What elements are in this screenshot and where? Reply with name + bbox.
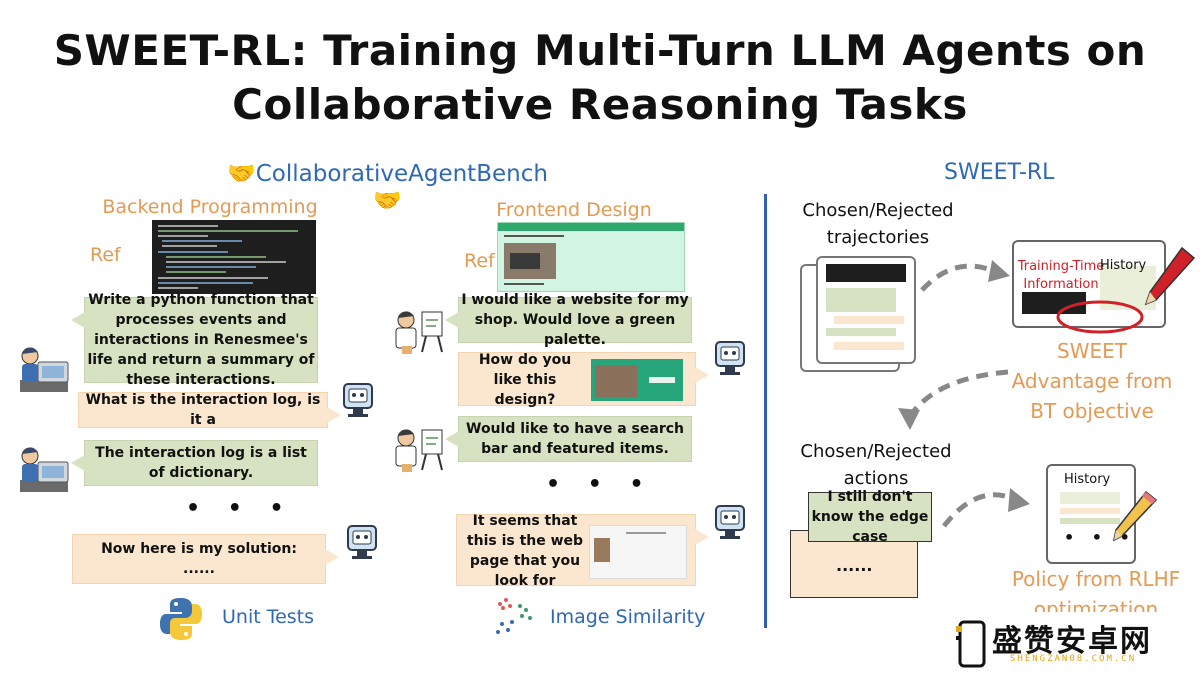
title-line-1: SWEET-RL: Training Multi-Turn LLM Agents…	[53, 26, 1147, 75]
user-avatar-icon	[20, 447, 69, 492]
robot-icon	[715, 341, 745, 375]
robot-icon	[343, 383, 373, 417]
frontend-agent-msg-2: It seems that this is the web page that …	[466, 513, 584, 589]
frontend-reference-screenshot	[497, 222, 685, 292]
backend-header: Backend Programming	[102, 196, 318, 218]
chosen-action-bubble: I still don't know the edge case	[808, 489, 932, 545]
policy-label: Policy from RLHF optimization	[1011, 567, 1181, 612]
history-label-2: History	[1064, 472, 1111, 487]
policy-scroll-dots: • • •	[1064, 528, 1136, 547]
dashed-arrow-icon	[898, 369, 1009, 430]
history-label-1: History	[1100, 258, 1147, 273]
backend-user-msg-2: The interaction log is a list of diction…	[71, 440, 318, 486]
frontend-ref-label: Ref	[464, 250, 495, 272]
watermark-phone-icon	[956, 620, 986, 668]
bench-header: 🤝CollaborativeAgentBench🤝	[227, 161, 548, 214]
user-avatar-icon	[20, 347, 69, 392]
red-highlight-ellipse	[1056, 300, 1144, 334]
dashed-arrow-icon	[920, 260, 1010, 292]
section-divider	[764, 194, 767, 628]
dashed-arrow-icon	[942, 488, 1030, 528]
frontend-header: Frontend Design	[496, 199, 652, 221]
backend-agent-msg-1: What is the interaction log, is it a	[78, 392, 341, 428]
chosen-rejected-trajectories-label: Chosen/Rejected trajectories	[802, 200, 954, 248]
image-similarity-icon	[496, 598, 532, 634]
training-time-info-label: Training-Time Information	[1017, 259, 1105, 292]
backend-ellipsis: • • •	[186, 496, 294, 521]
backend-code-screenshot	[152, 220, 316, 294]
watermark-text: 盛赞安卓网	[992, 624, 1152, 659]
rejected-action-dots: ......	[836, 556, 873, 575]
backend-agent-msg-2: Now here is my solution: ......	[72, 534, 339, 584]
frontend-ellipsis: • • •	[546, 472, 654, 497]
chosen-rejected-actions-label: Chosen/Rejected actions	[800, 441, 952, 489]
robot-icon	[347, 525, 377, 559]
watermark: 盛赞安卓网 SHENGZAN08.COM.CN	[952, 612, 1192, 672]
backend-eval-label: Unit Tests	[222, 606, 315, 628]
designer-avatar-icon	[395, 311, 443, 354]
frontend-user-msg-2: Would like to have a search bar and feat…	[445, 416, 692, 462]
pencil-icon	[1144, 246, 1196, 306]
title-line-2: Collaborative Reasoning Tasks	[232, 80, 968, 129]
backend-ref-label: Ref	[90, 244, 121, 266]
webpage-preview-image	[589, 525, 687, 579]
frontend-eval-label: Image Similarity	[550, 606, 706, 628]
sweet-advantage-label: SWEET Advantage from BT objective	[1011, 339, 1173, 423]
watermark-url: SHENGZAN08.COM.CN	[1010, 654, 1137, 664]
pencil-icon	[1112, 490, 1158, 542]
trajectory-card-front	[816, 256, 916, 364]
frontend-user-msg-1: I would like a website for my shop. Woul…	[445, 292, 692, 348]
robot-icon	[715, 505, 745, 539]
frontend-agent-msg-2-box: It seems that this is the web page that …	[456, 513, 709, 589]
design-preview-image	[591, 359, 683, 401]
python-icon	[160, 598, 202, 640]
frontend-agent-msg-1: How do you like this design?	[478, 352, 572, 408]
designer-avatar-icon	[395, 429, 443, 472]
backend-user-msg-1: Write a python function that processes e…	[71, 292, 318, 388]
sweet-rl-header: SWEET-RL	[944, 160, 1055, 185]
frontend-agent-msg-1-box: How do you like this design?	[458, 352, 709, 408]
